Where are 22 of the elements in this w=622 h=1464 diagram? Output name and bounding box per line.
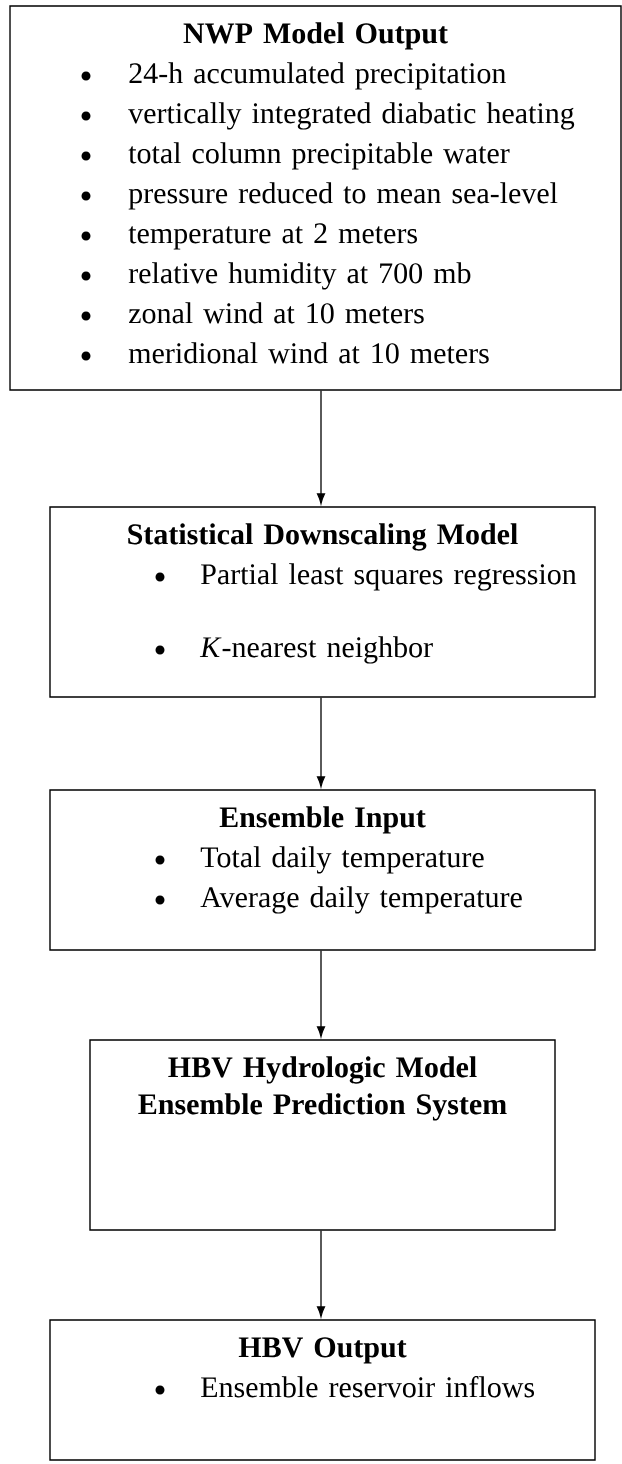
- arrow: [316, 950, 326, 1038]
- list-item: Total daily temperature: [155, 846, 484, 874]
- list-item: temperature at 2 meters: [81, 223, 417, 250]
- list-item: relative humidity at 700 mb: [81, 262, 471, 290]
- arrow: [316, 1230, 326, 1318]
- list-item: 24-h accumulated precipitation: [81, 62, 506, 90]
- box-heading: NWP Model Output: [183, 22, 448, 50]
- arrow: [316, 390, 326, 505]
- box-heading: Ensemble Input: [219, 806, 426, 834]
- list-item: K-nearest neighbor: [155, 636, 433, 664]
- box-heading: HBV Hydrologic Model Ensemble Prediction System: [138, 1056, 507, 1121]
- box-heading: HBV Output: [238, 1337, 407, 1364]
- box-heading: Statistical Downscaling Model: [128, 523, 518, 551]
- list-item: vertically integrated diabatic heating: [81, 102, 575, 130]
- list-item: pressure reduced to mean sea-level: [81, 182, 558, 210]
- list-item: zonal wind at 10 meters: [81, 302, 424, 324]
- list-item: Average daily temperature: [155, 886, 522, 914]
- arrow: [316, 697, 326, 788]
- list-item: Partial least squares regression: [155, 563, 577, 591]
- list-item: total column precipitable water: [81, 142, 510, 170]
- list-item: Ensemble reservoir inflows: [155, 1376, 535, 1398]
- list-item: meridional wind at 10 meters: [81, 342, 489, 364]
